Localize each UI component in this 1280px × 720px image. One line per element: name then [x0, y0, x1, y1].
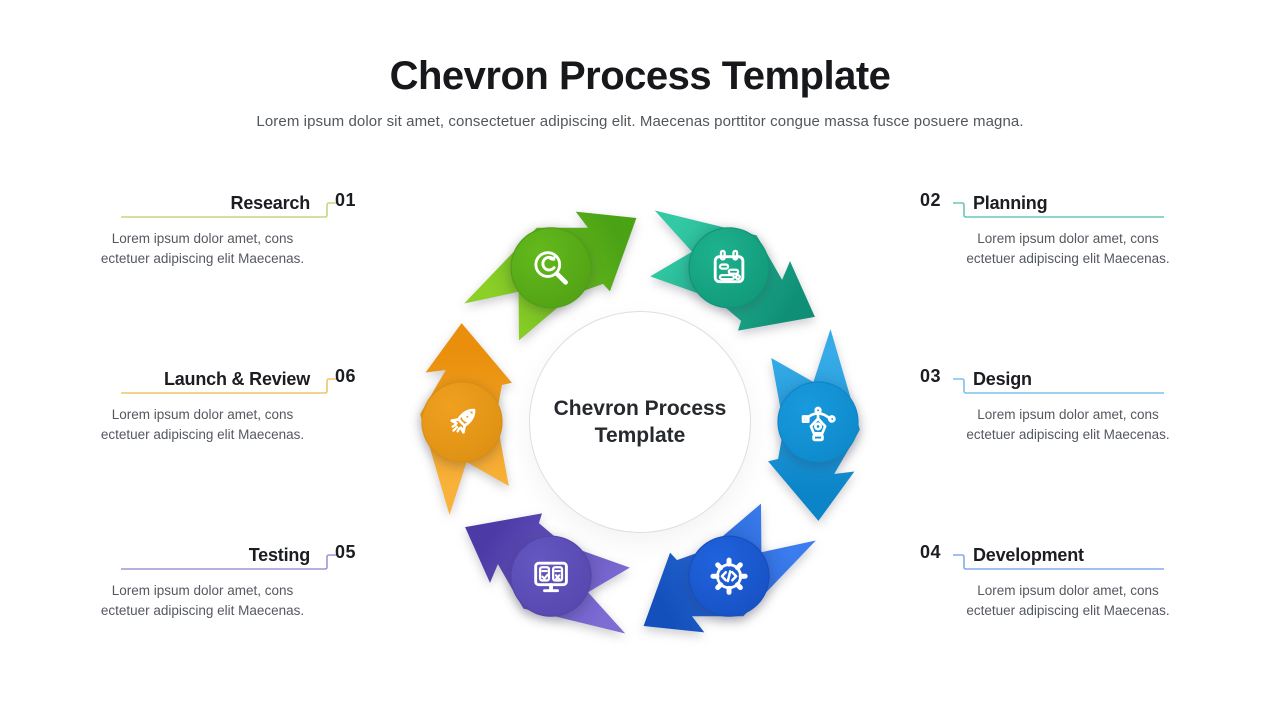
step-bracket-line [953, 554, 1164, 570]
testing-monitor-icon [510, 535, 592, 617]
step-description: Lorem ipsum dolor amet, cons ectetuer ad… [100, 583, 305, 618]
step-title: Development [973, 545, 1084, 565]
chevron-cycle-svg [420, 210, 860, 634]
step-number: 06 [335, 366, 357, 386]
step-bracket-line [121, 554, 338, 570]
step-description: Lorem ipsum dolor amet, cons ectetuer ad… [100, 231, 305, 266]
step-title-row: Planning 02 [920, 190, 1190, 218]
page-subtitle: Lorem ipsum dolor sit amet, consectetuer… [256, 113, 1024, 130]
step-description: Lorem ipsum dolor amet, cons ectetuer ad… [100, 407, 305, 442]
step-title: Design [973, 369, 1032, 389]
step-number: 04 [920, 542, 942, 562]
step-title: Planning [973, 193, 1048, 213]
center-label-line2: Template [594, 424, 686, 447]
step-description: Lorem ipsum dolor amet, cons ectetuer ad… [966, 583, 1170, 618]
step-title: Launch & Review [163, 369, 310, 389]
step-title: Research [230, 193, 311, 213]
step-number: 05 [335, 542, 357, 562]
step-description: Lorem ipsum dolor amet, cons ectetuer ad… [966, 407, 1170, 442]
step-title: Testing [248, 545, 310, 565]
development-gear-code-icon [688, 535, 770, 617]
design-pen-tool-icon [777, 381, 859, 463]
step-number: 02 [920, 190, 942, 210]
step-number: 01 [335, 190, 357, 210]
page-title: Chevron Process Template [389, 54, 891, 98]
center-label-line1: Chevron Process [553, 397, 727, 420]
launch-rocket-icon [421, 381, 503, 463]
step-icon-circles [421, 227, 859, 617]
step-title-row: Testing 05 [95, 542, 365, 570]
step-title-row: Research 01 [95, 190, 365, 218]
research-magnifier-icon [510, 227, 592, 309]
step-title-row: Launch & Review 06 [95, 366, 365, 394]
step-title-row: Development 04 [920, 542, 1190, 570]
chevron-cycle-diagram [380, 162, 900, 682]
step-bracket-line [953, 202, 1164, 218]
step-description: Lorem ipsum dolor amet, cons ectetuer ad… [966, 231, 1170, 266]
planning-calendar-icon [688, 227, 770, 309]
slide-header: Chevron Process Template Lorem ipsum dol… [0, 54, 1280, 130]
step-bracket-line [121, 202, 338, 218]
step-bracket-line [121, 378, 338, 394]
diagram-center-circle: Chevron Process Template [529, 311, 751, 533]
step-title-row: Design 03 [920, 366, 1190, 394]
step-number: 03 [920, 366, 942, 386]
step-bracket-line [953, 378, 1164, 394]
